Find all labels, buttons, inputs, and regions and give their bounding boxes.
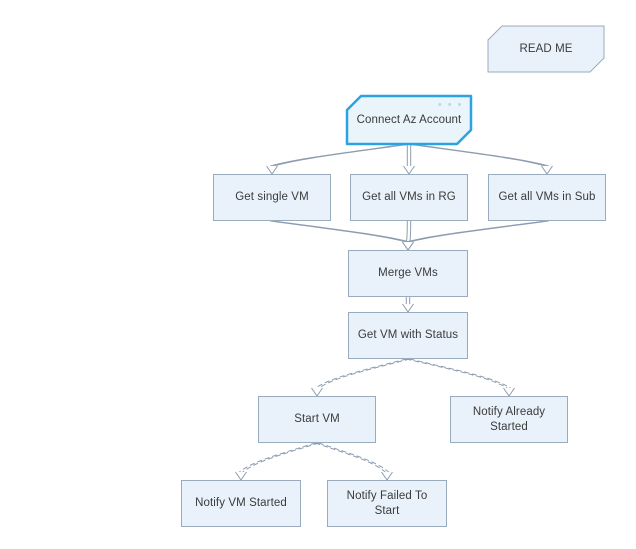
node-connect-az-account[interactable]: • • • Connect Az Account	[345, 94, 473, 146]
node-label: Get VM with Status	[357, 329, 459, 342]
node-get-all-vms-in-sub[interactable]: Get all VMs in Sub	[488, 174, 606, 221]
node-label: Connect Az Account	[356, 113, 462, 126]
ellipsis-icon[interactable]: • • •	[437, 99, 463, 111]
node-shape-outline	[487, 25, 605, 73]
node-label: READ ME	[519, 42, 573, 55]
node-shape-fill	[347, 96, 471, 144]
connector-start-vm-to-notify-vm-started[interactable]	[235, 442, 319, 481]
node-label: Start VM	[294, 413, 340, 426]
node-label: Get all VMs in RG	[362, 191, 456, 204]
connector-connect-az-account-to-get-all-vms-in-rg[interactable]	[403, 143, 415, 175]
node-shape-fill	[488, 26, 604, 72]
connector-get-vm-with-status-to-notify-already-started[interactable]	[406, 358, 515, 397]
connector-get-all-vms-in-rg-to-merge-vms[interactable]	[402, 220, 414, 251]
node-read-me[interactable]: READ ME	[487, 25, 605, 73]
node-get-all-vms-in-rg[interactable]: Get all VMs in RG	[350, 174, 468, 221]
node-label: Get single VM	[235, 191, 309, 204]
connector-get-all-vms-in-sub-to-merge-vms[interactable]	[402, 220, 549, 251]
node-merge-vms[interactable]: Merge VMs	[348, 250, 468, 297]
connector-get-vm-with-status-to-start-vm[interactable]	[311, 358, 410, 397]
connector-connect-az-account-to-get-all-vms-in-sub[interactable]	[407, 143, 553, 175]
connector-start-vm-to-notify-failed-to-start[interactable]	[315, 442, 393, 481]
node-start-vm[interactable]: Start VM	[258, 396, 376, 443]
node-label: Notify VM Started	[195, 497, 287, 510]
node-notify-already-started[interactable]: Notify Already Started	[450, 396, 568, 443]
node-shape-outline	[345, 94, 473, 146]
connector-get-single-vm-to-merge-vms[interactable]	[270, 220, 414, 251]
node-notify-vm-started[interactable]: Notify VM Started	[181, 480, 301, 527]
node-label: Notify Failed To Start	[346, 489, 428, 517]
node-label: Merge VMs	[378, 267, 438, 280]
node-get-single-vm[interactable]: Get single VM	[213, 174, 331, 221]
node-label: Notify Already Started	[472, 405, 546, 433]
node-notify-failed-to-start[interactable]: Notify Failed To Start	[327, 480, 447, 527]
connector-connect-az-account-to-get-single-vm[interactable]	[266, 143, 411, 175]
node-label: Get all VMs in Sub	[498, 191, 596, 204]
connector-merge-vms-to-get-vm-with-status[interactable]	[402, 297, 414, 313]
node-get-vm-with-status[interactable]: Get VM with Status	[348, 312, 468, 359]
